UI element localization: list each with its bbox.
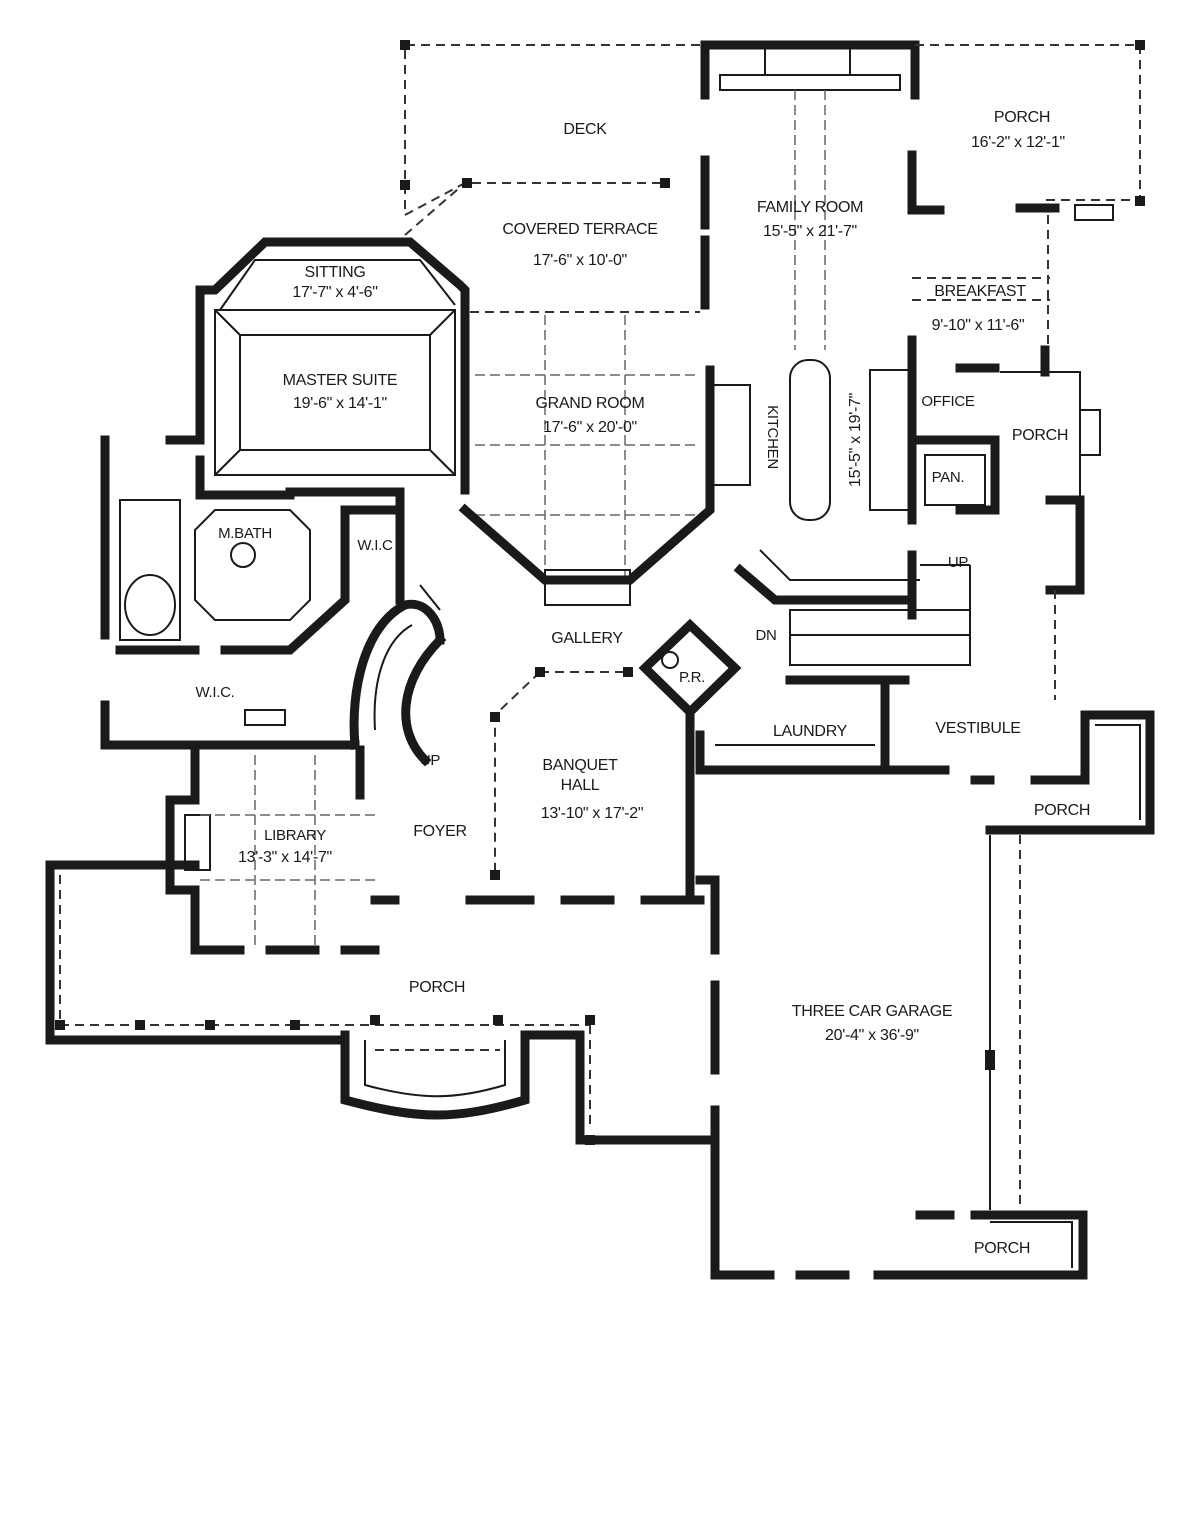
grand-room-walls xyxy=(458,311,751,606)
sitting-label: SITTING xyxy=(304,264,365,281)
stair-down-rear: DN xyxy=(755,627,776,644)
porch-top-outline xyxy=(912,40,1145,350)
office-label: OFFICE xyxy=(921,393,974,410)
pantry-label: PAN. xyxy=(932,469,965,486)
porch-front-label: PORCH xyxy=(409,979,465,996)
banquet-hall-dims: 13'-10" x 17'-2" xyxy=(541,805,644,822)
porch-top-label: PORCH xyxy=(994,109,1050,126)
master-bath-label: M.BATH xyxy=(218,525,272,542)
sitting-dims: 17'-7" x 4'-6" xyxy=(292,284,377,301)
family-room-walls xyxy=(700,40,945,350)
porch-side-label: PORCH xyxy=(1012,427,1068,444)
master-suite-label: MASTER SUITE xyxy=(283,372,398,389)
wic-upper-label: W.I.C xyxy=(357,537,393,554)
porch-vestibule-outline xyxy=(985,710,1155,835)
breakfast-dims: 9'-10" x 11'-6" xyxy=(932,317,1025,334)
breakfast-label: BREAKFAST xyxy=(934,283,1026,300)
garage-walls xyxy=(695,835,1021,1280)
porch-vestibule-label: PORCH xyxy=(1034,802,1090,819)
library-walls xyxy=(165,745,380,955)
master-suite-walls xyxy=(165,237,470,515)
banquet-hall xyxy=(490,667,633,880)
laundry-label: LAUNDRY xyxy=(773,723,848,740)
deck-outline xyxy=(400,40,700,236)
gallery-label: GALLERY xyxy=(551,630,623,647)
covered-terrace-label: COVERED TERRACE xyxy=(502,221,657,238)
porch-garage-label: PORCH xyxy=(974,1240,1030,1257)
family-room-label: FAMILY ROOM xyxy=(757,199,863,216)
covered-terrace-dims: 17'-6" x 10'-0" xyxy=(533,252,627,269)
main-stair xyxy=(349,584,447,767)
deck-label: DECK xyxy=(563,121,607,138)
family-room-dims: 15'-5" x 21'-7" xyxy=(763,223,857,240)
library-dims: 13'-3" x 14'-7" xyxy=(238,849,332,866)
porch-top-dims: 16'-2" x 12'-1" xyxy=(971,134,1065,151)
foyer-label: FOYER xyxy=(413,823,467,840)
wic-lower-label: W.I.C. xyxy=(195,684,234,701)
master-bath-walls xyxy=(100,435,405,750)
rear-stairs xyxy=(789,564,971,666)
vestibule-label: VESTIBULE xyxy=(935,720,1020,737)
powder-room xyxy=(638,618,742,905)
kitchen-label: KITCHEN xyxy=(764,405,781,469)
library-label: LIBRARY xyxy=(264,827,326,844)
banquet-hall-label: BANQUET xyxy=(542,757,618,774)
garage-label: THREE CAR GARAGE xyxy=(792,1003,953,1020)
master-suite-dims: 19'-6" x 14'-1" xyxy=(293,395,387,412)
stair-up-rear: UP xyxy=(948,554,969,571)
grand-room-dims: 17'-6" x 20'-0" xyxy=(543,419,637,436)
laundry-vestibule-walls xyxy=(695,675,1090,785)
garage-dims: 20'-4" x 36'-9" xyxy=(825,1027,919,1044)
office-pantry-walls xyxy=(915,345,1101,700)
kitchen-walls xyxy=(733,335,920,620)
stair-up-main: UP xyxy=(420,752,441,769)
porch-front-outline xyxy=(45,860,717,1145)
powder-room-label: P.R. xyxy=(679,669,705,686)
porch-garage-outline xyxy=(915,1210,1088,1280)
kitchen-dims: 15'-5" x 19'-7" xyxy=(847,393,864,487)
grand-room-label: GRAND ROOM xyxy=(535,395,644,412)
banquet-hall-label-2: HALL xyxy=(561,777,600,794)
